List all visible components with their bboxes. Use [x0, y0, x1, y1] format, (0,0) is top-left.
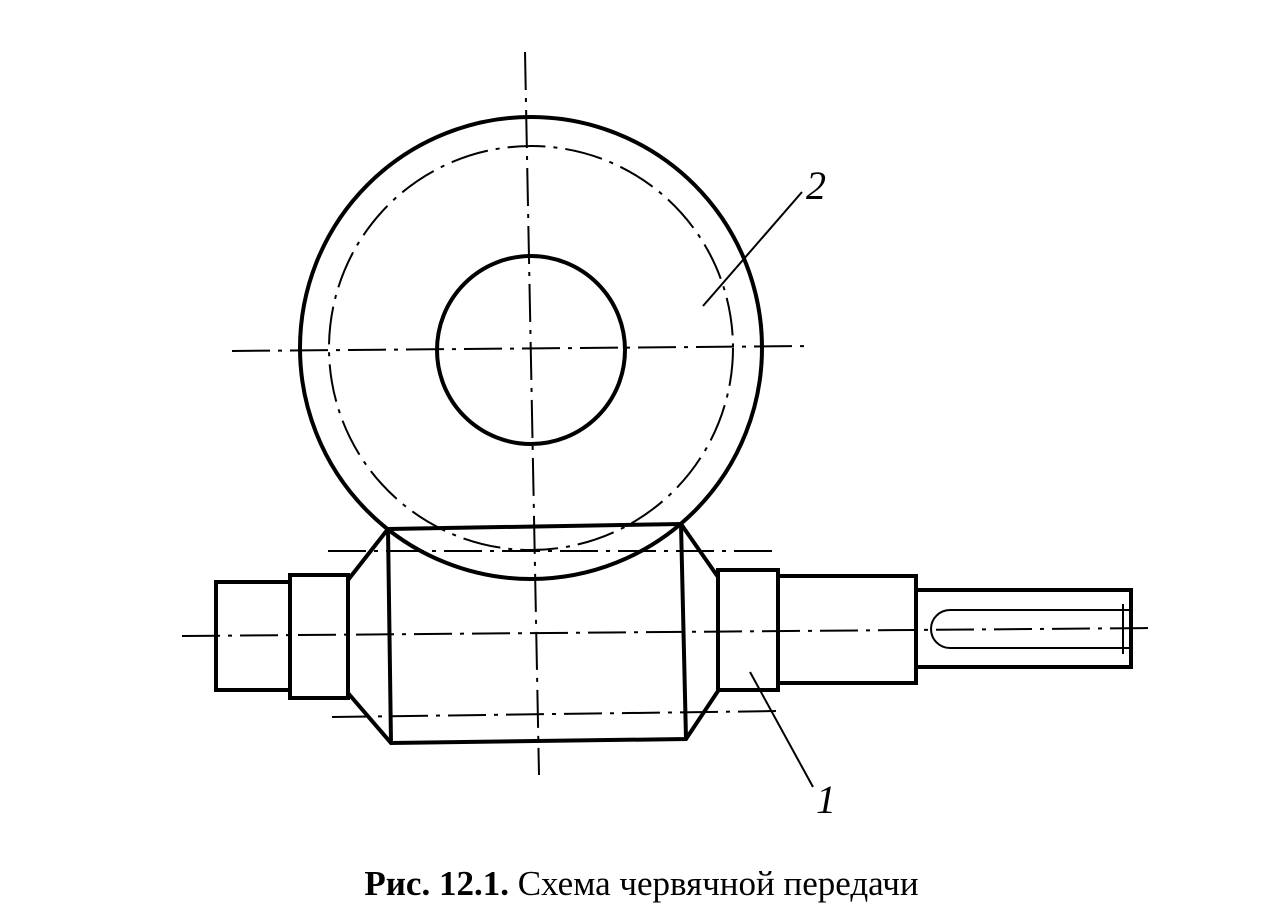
- figure-title: Схема червячной передачи: [517, 864, 919, 903]
- left-journal-inner: [288, 573, 350, 700]
- callout-label-worm: 1: [816, 777, 836, 822]
- worm-pitch-line-bottom: [331, 710, 781, 718]
- worm-axis-centerline: [181, 627, 1156, 637]
- worm-shaft: [181, 521, 1156, 746]
- right-shaft: [776, 574, 918, 685]
- right-collar: [716, 568, 780, 692]
- figure-number: Рис. 12.1.: [364, 864, 509, 903]
- callout-label-wheel: 2: [806, 163, 826, 208]
- vertical-centerline: [524, 51, 540, 776]
- worm-chamfer-edge-left: [386, 528, 393, 744]
- worm-wheel: [231, 115, 813, 581]
- leader-line-worm: [749, 671, 814, 788]
- wheel-outer-circle: [298, 115, 764, 581]
- figure-caption: Рис. 12.1. Схема червячной передачи: [0, 866, 1283, 901]
- wheel-horizontal-centerline: [231, 345, 813, 352]
- leader-line-wheel: [702, 191, 803, 307]
- keyway-slot: [930, 609, 1131, 649]
